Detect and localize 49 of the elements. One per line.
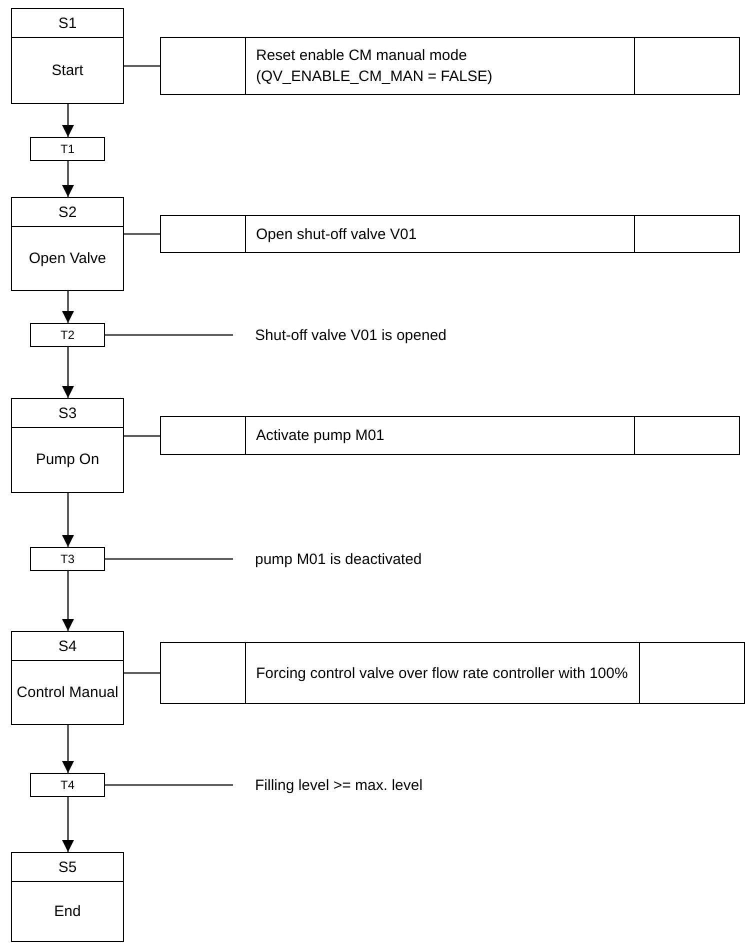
step-number: S1: [58, 14, 77, 32]
action-box: [160, 37, 740, 95]
step-number: S4: [58, 638, 77, 654]
condition-text: Shut-off valve V01 is opened: [255, 323, 575, 347]
step-box: [11, 197, 124, 291]
connector-line: [124, 672, 160, 674]
transition-label: T3: [60, 552, 74, 566]
arrow: [62, 161, 74, 197]
connector-line: [124, 233, 160, 235]
transition-box: [30, 323, 105, 347]
action-box: [160, 215, 740, 253]
step-name: Open Valve: [28, 248, 106, 269]
connector-line: [124, 435, 160, 437]
action-text: Open shut-off valve V01: [245, 216, 635, 252]
step-box: [11, 631, 124, 725]
arrow: [62, 725, 74, 773]
transition-label: T2: [60, 328, 74, 342]
transition-box: [30, 773, 105, 797]
step-box: [11, 8, 124, 104]
step-box: [11, 852, 124, 942]
action-text: Forcing control valve over flow rate controller with 100%: [245, 643, 640, 703]
connector-line: [105, 784, 233, 786]
action-text: Activate pump M01: [245, 417, 635, 454]
connector-line: [105, 558, 233, 560]
step-number: S2: [58, 204, 77, 220]
transition-label: T4: [60, 778, 74, 792]
arrow: [62, 797, 74, 852]
step-name: Control Manual: [16, 682, 118, 703]
transition-box: [30, 137, 105, 161]
action-text: Reset enable CM manual mode (QV_ENABLE_CM_MAN = FALSE): [245, 38, 635, 94]
arrow: [62, 291, 74, 323]
step-name: Start: [52, 60, 84, 81]
arrow: [62, 571, 74, 631]
condition-text: pump M01 is deactivated: [255, 547, 575, 571]
arrow: [62, 347, 74, 398]
connector-line: [105, 334, 233, 336]
step-name: End: [54, 902, 81, 922]
step-box: [11, 398, 124, 493]
transition-box: [30, 547, 105, 571]
step-number: S5: [58, 858, 77, 876]
transition-label: T1: [60, 142, 74, 156]
action-box: [160, 642, 745, 704]
condition-text: Filling level >= max. level: [255, 773, 575, 797]
step-number: S3: [58, 404, 77, 422]
step-name: Pump On: [36, 450, 100, 470]
arrow: [62, 493, 74, 547]
connector-line: [124, 65, 160, 67]
action-box: [160, 416, 740, 455]
arrow: [62, 104, 74, 137]
